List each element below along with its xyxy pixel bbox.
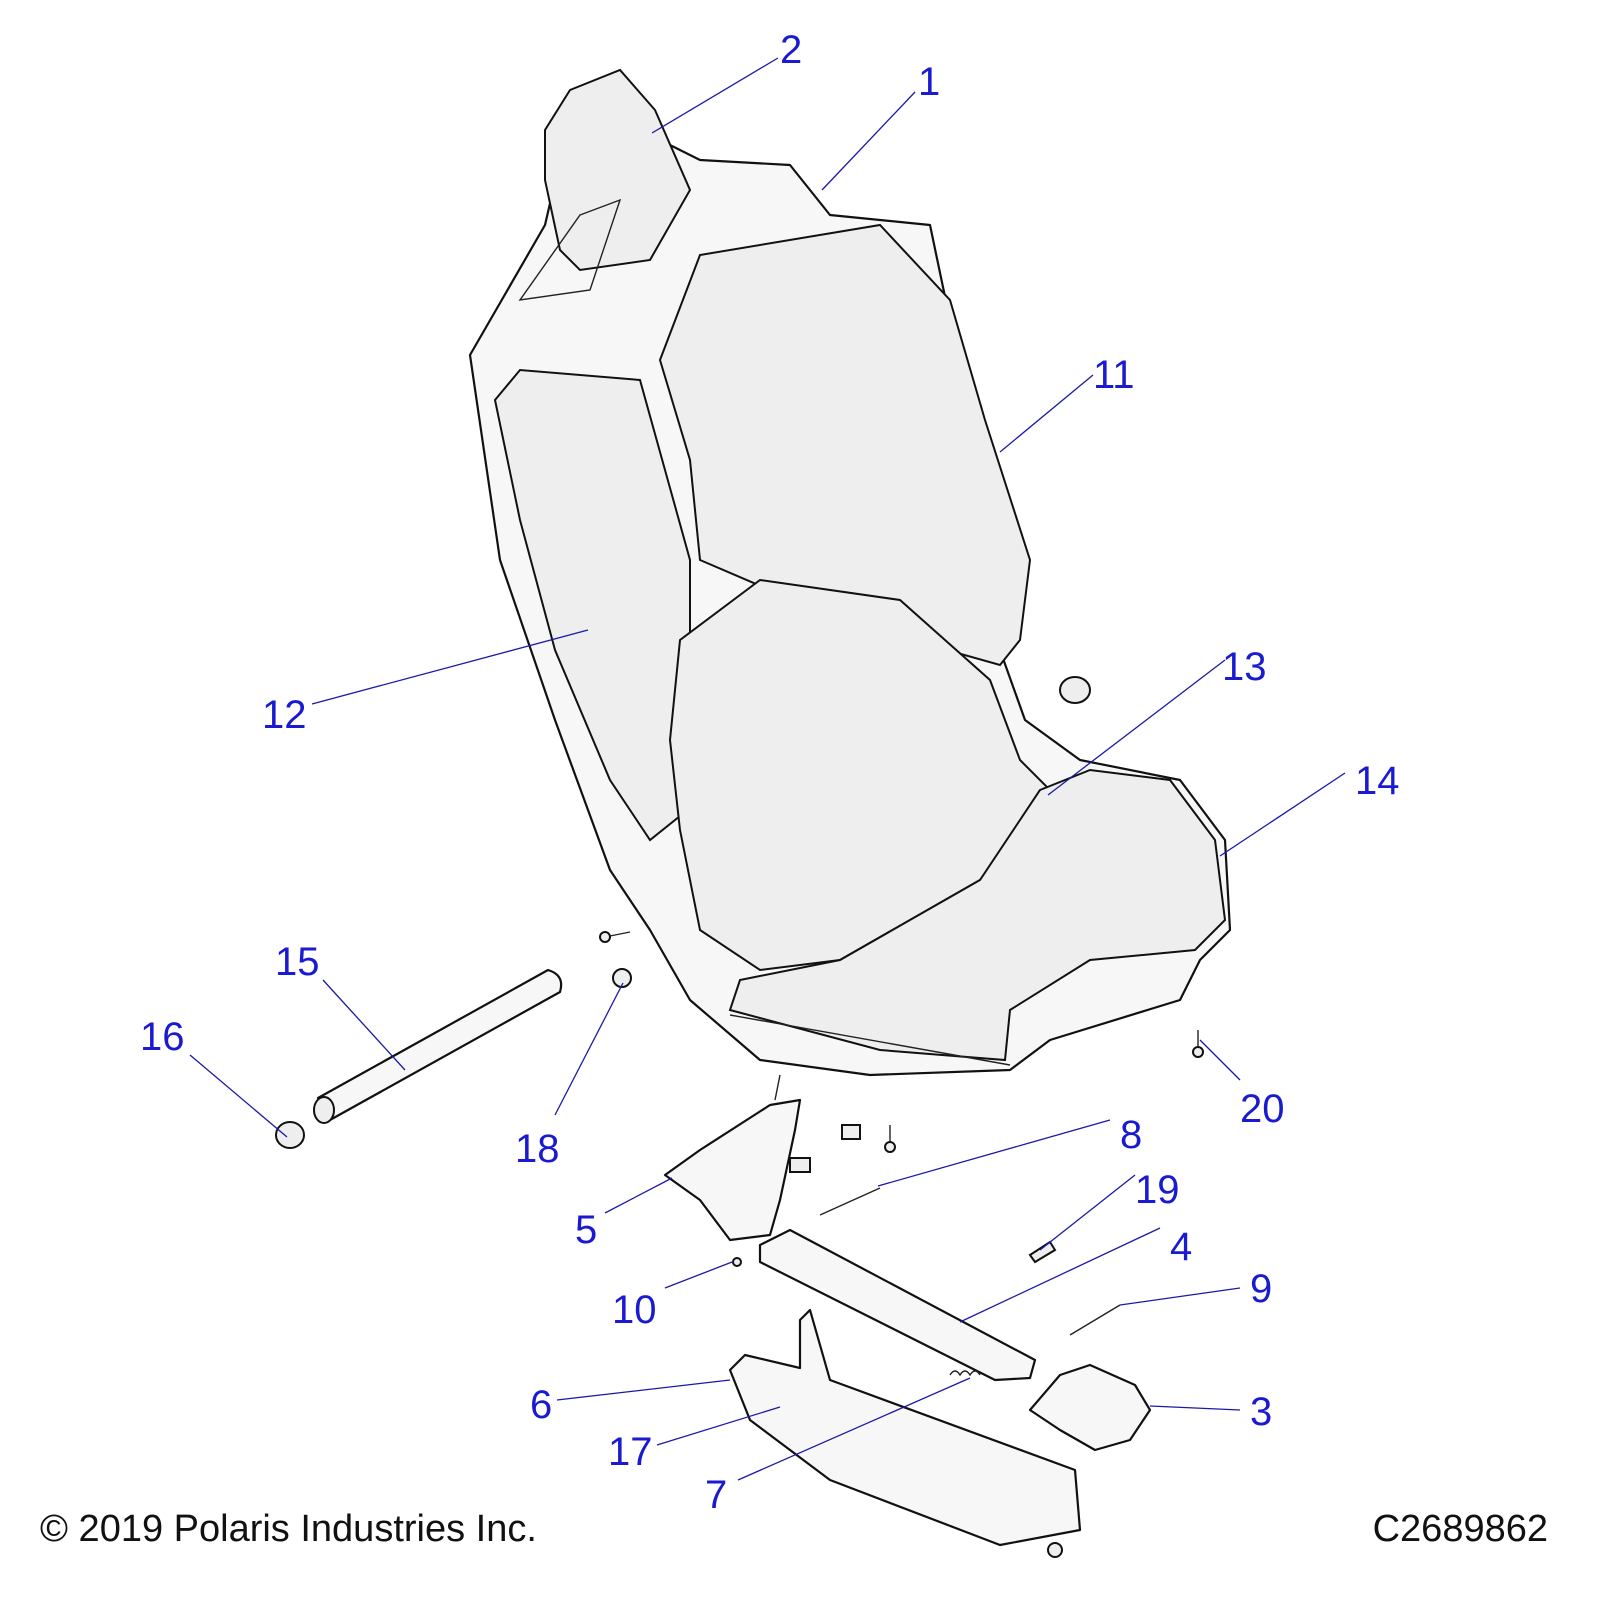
callout-7: 7 <box>705 1473 727 1517</box>
callout-20: 20 <box>1240 1087 1285 1131</box>
back-cushion <box>658 223 1032 667</box>
callout-5: 5 <box>575 1208 597 1252</box>
callout-8: 8 <box>1120 1113 1142 1157</box>
spring <box>949 1370 981 1377</box>
callout-2: 2 <box>780 28 802 72</box>
headrest <box>544 68 692 272</box>
callout-4: 4 <box>1170 1225 1192 1269</box>
fasteners <box>599 931 1204 1558</box>
callout-15: 15 <box>275 940 320 984</box>
callout-16: 16 <box>140 1015 185 1059</box>
callout-10: 10 <box>612 1288 657 1332</box>
callout-9: 9 <box>1250 1267 1272 1311</box>
leader-lines <box>189 57 1346 1481</box>
callout-1: 1 <box>918 60 940 104</box>
drawing-number: C2689862 <box>1372 1508 1548 1550</box>
callout-19: 19 <box>1135 1168 1180 1212</box>
release-lever <box>758 1228 1037 1382</box>
latch-cover <box>1028 1363 1152 1452</box>
callout-14: 14 <box>1355 759 1400 803</box>
seat-frame <box>468 68 1232 1077</box>
base-tray <box>728 1308 1082 1547</box>
callout-17: 17 <box>608 1430 653 1474</box>
callout-3: 3 <box>1250 1390 1272 1434</box>
callout-11: 11 <box>1093 353 1135 397</box>
callout-6: 6 <box>530 1383 552 1427</box>
callout-labels: 1 2 3 4 5 6 7 8 9 10 11 12 13 14 15 16 1… <box>140 28 1400 1517</box>
callout-18: 18 <box>515 1127 560 1171</box>
copyright-notice: © 2019 Polaris Industries Inc. <box>40 1508 537 1550</box>
callout-12: 12 <box>262 693 307 737</box>
callout-13: 13 <box>1222 645 1267 689</box>
hinge-bracket <box>663 1098 802 1242</box>
end-cap <box>275 1121 305 1149</box>
seat-bottom-pad <box>728 768 1227 1062</box>
tube <box>313 968 563 1124</box>
